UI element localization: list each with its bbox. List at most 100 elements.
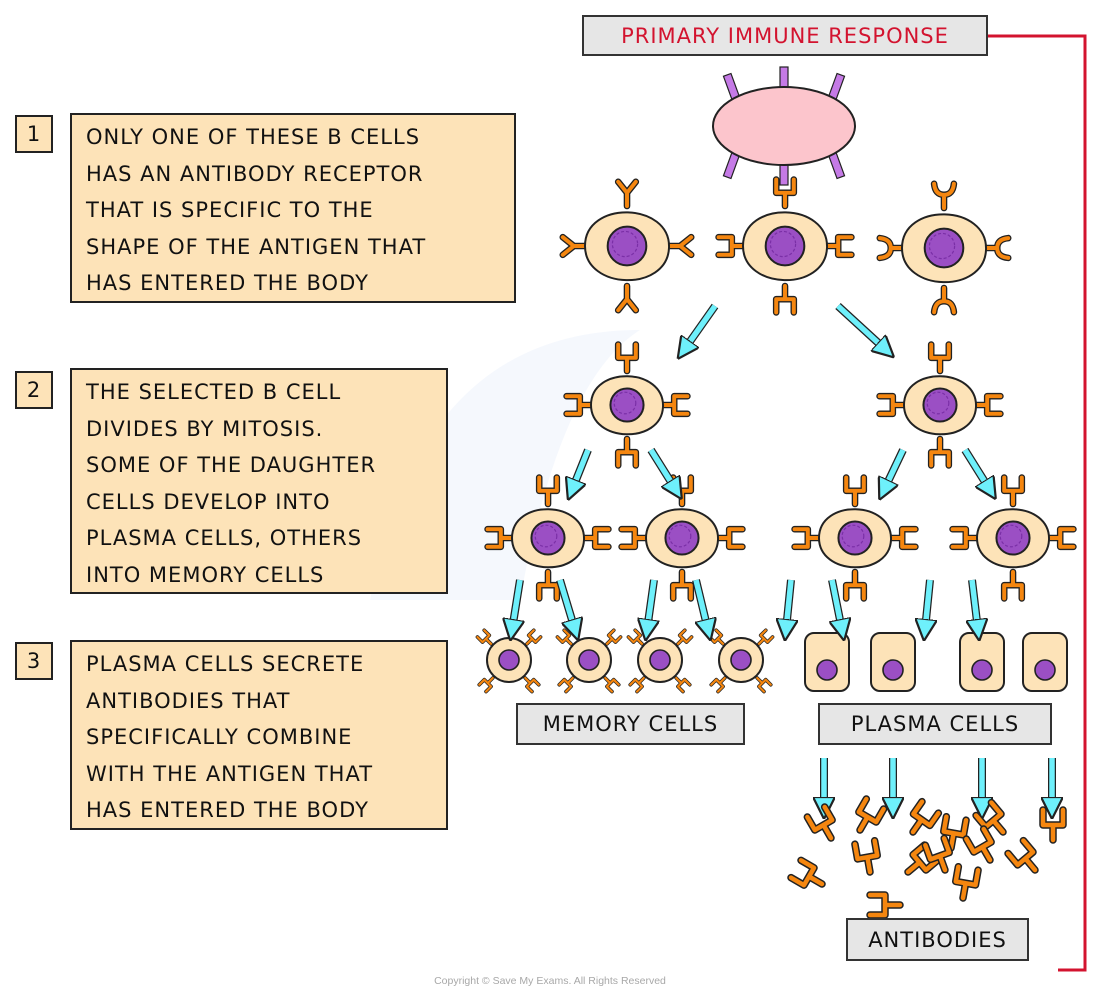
- receptor-arm: [923, 836, 952, 873]
- step-1-line: HAS ENTERED THE BODY: [86, 271, 369, 295]
- antigen-body: [712, 86, 856, 166]
- step-3-number: 3: [15, 642, 53, 680]
- arrow-icon: [884, 448, 907, 490]
- receptor-arm: [1002, 475, 1024, 506]
- nucleus: [649, 649, 671, 671]
- arrow-icon: [512, 579, 520, 630]
- nucleus: [609, 387, 645, 423]
- arrow-icon: [692, 579, 708, 630]
- arrow-shaft: [648, 448, 676, 490]
- receptor-arm: [757, 629, 774, 645]
- receptor-arm: [756, 676, 772, 693]
- step-3-line: SPECIFICALLY COMBINE: [86, 725, 353, 749]
- arrow-shaft: [684, 304, 718, 350]
- receptor-arm: [852, 838, 880, 875]
- nucleus: [764, 225, 806, 267]
- receptor-icon: [669, 568, 695, 602]
- nucleus: [530, 520, 566, 556]
- receptor-arm: [676, 629, 693, 645]
- receptor-icon: [614, 341, 640, 375]
- receptor-icon: [557, 676, 575, 694]
- chromatin: [769, 230, 797, 258]
- receptor-icon: [904, 841, 942, 876]
- receptor-arm: [910, 799, 941, 835]
- receptor-icon: [921, 834, 954, 874]
- b-cell-daughter: [876, 341, 1004, 469]
- plasma-cell: [870, 632, 916, 692]
- memory-cell: [555, 628, 623, 694]
- receptor-arm: [710, 676, 726, 693]
- receptor-icon: [787, 856, 826, 889]
- step-3-line: ANTIBODIES THAT: [86, 688, 291, 713]
- receptor-icon: [757, 628, 775, 646]
- plasma-cell: [804, 632, 850, 692]
- receptor-arm: [616, 342, 638, 373]
- chromatin: [613, 391, 637, 415]
- receptor-arm: [478, 676, 494, 693]
- bracket-line: [988, 34, 1087, 972]
- memory-cell: [626, 628, 694, 694]
- receptor-arm: [671, 570, 693, 601]
- receptor-arm: [525, 629, 542, 645]
- step-1-number: 1: [15, 115, 53, 153]
- receptor-icon: [791, 525, 825, 551]
- arrow-icon: [647, 447, 676, 490]
- receptor-arm: [932, 181, 956, 210]
- step-1-line: THAT IS SPECIFIC TO THE: [86, 198, 374, 222]
- receptor-arm: [560, 235, 589, 257]
- receptor-arm: [973, 800, 1006, 835]
- receptor-icon: [1004, 836, 1039, 874]
- antigen: [712, 66, 856, 186]
- receptor-arm: [964, 826, 994, 863]
- receptor-icon: [1039, 806, 1067, 844]
- arrow-shaft: [972, 579, 978, 630]
- arrow-shaft: [884, 448, 906, 490]
- chromatin: [668, 524, 692, 548]
- receptor-icon: [709, 676, 727, 694]
- receptor-icon: [663, 233, 695, 259]
- receptor-icon: [927, 341, 953, 375]
- arrow-shaft: [557, 579, 575, 630]
- b-cell-clone: [791, 474, 919, 602]
- arrow-icon: [572, 448, 592, 490]
- receptor-arm: [604, 676, 620, 693]
- arrow-icon: [835, 303, 886, 350]
- receptor-arm: [616, 284, 638, 313]
- receptor-icon: [614, 178, 640, 210]
- step-1-text: ONLY ONE OF THESE B CELLS HAS AN ANTIBOD…: [70, 113, 516, 303]
- memory-cell: [475, 628, 543, 694]
- arrow-icon: [972, 579, 978, 630]
- receptor-icon: [477, 676, 495, 694]
- receptor-icon: [980, 234, 1012, 262]
- receptor-arm: [524, 676, 540, 693]
- nucleus: [922, 387, 958, 423]
- receptor-arm: [929, 342, 951, 373]
- receptor-arm: [788, 858, 825, 888]
- arrow-icon: [647, 579, 654, 630]
- nucleus: [578, 649, 600, 671]
- arrow-shaft: [572, 448, 591, 490]
- chromatin: [841, 524, 865, 548]
- receptor-arm: [774, 284, 796, 315]
- arrow-shaft: [512, 579, 520, 630]
- step-2-line: SOME OF THE DAUGHTER: [86, 453, 377, 477]
- arrow-shaft: [832, 579, 842, 630]
- arrow-icon: [786, 579, 791, 630]
- receptor-icon: [909, 797, 943, 836]
- nucleus: [882, 659, 904, 681]
- step-3-line: HAS ENTERED THE BODY: [86, 798, 369, 822]
- receptor-icon: [657, 392, 691, 418]
- receptor-arm: [953, 864, 981, 901]
- receptor-icon: [821, 233, 855, 259]
- diagram-title: PRIMARY IMMUNE RESPONSE: [582, 15, 988, 56]
- plasma-cell: [959, 632, 1005, 692]
- nucleus: [498, 649, 520, 671]
- receptor-arm: [537, 570, 559, 601]
- b-cell-clone: [949, 474, 1077, 602]
- b-cell-nonspecific-right: [876, 180, 1012, 316]
- b-cell-selected: [715, 176, 855, 316]
- receptor-icon: [626, 628, 644, 646]
- arrow-icon: [828, 579, 842, 630]
- step-3-text: PLASMA CELLS SECRETE ANTIBODIES THAT SPE…: [70, 640, 448, 830]
